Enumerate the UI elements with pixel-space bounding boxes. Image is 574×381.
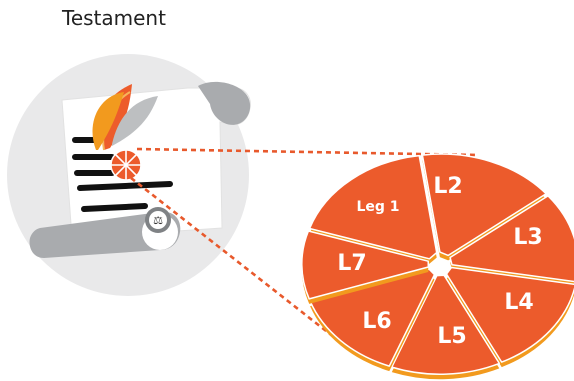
- slice-label-l3: L3: [513, 225, 542, 250]
- slice-label-l4: L4: [504, 290, 533, 315]
- testament-illustration: ⚖: [7, 54, 250, 296]
- slice-label-l7: L7: [337, 251, 366, 276]
- slice-label-l6: L6: [362, 309, 391, 334]
- svg-text:⚖: ⚖: [153, 214, 163, 227]
- slice-label-l2: L2: [433, 174, 462, 199]
- document-slice-icon: [111, 150, 141, 180]
- slice-label-l5: L5: [437, 324, 466, 349]
- slice-label-leg1: Leg 1: [356, 199, 399, 215]
